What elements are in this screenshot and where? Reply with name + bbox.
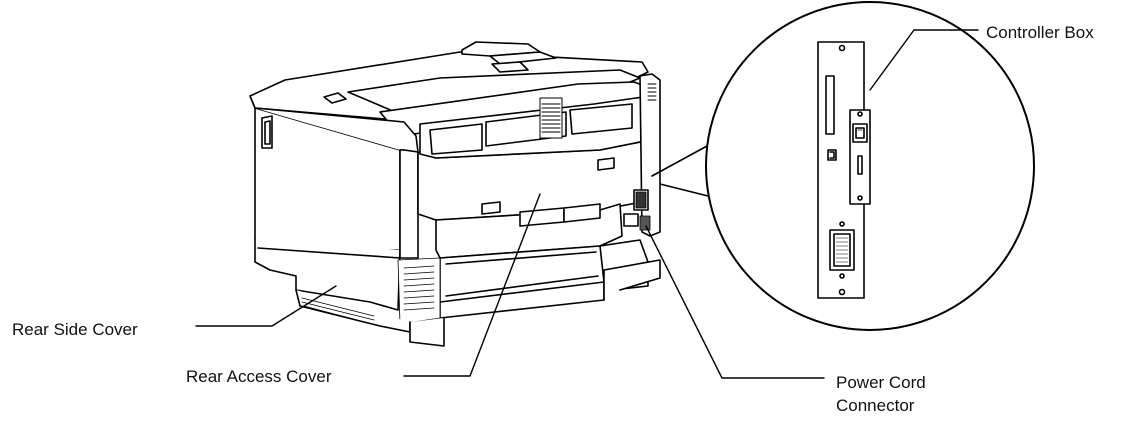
leader-power-cord	[645, 225, 825, 379]
label-power-cord-connector: Power Cord Connector	[836, 371, 926, 417]
printer-illustration	[249, 41, 661, 347]
rear-vent	[539, 97, 563, 139]
leader-rear-access-cover	[403, 193, 541, 377]
controller-box	[817, 41, 871, 299]
side-vent	[397, 257, 441, 325]
rear-handle-right	[597, 157, 615, 171]
leader-controller-box	[869, 29, 979, 91]
label-power-cord-line1: Power Cord	[836, 373, 926, 392]
leader-rear-side-cover	[195, 285, 337, 327]
label-power-cord-line2: Connector	[836, 396, 915, 415]
rear-handle-left	[481, 201, 501, 215]
printer-right-side	[639, 73, 661, 237]
label-rear-side-cover: Rear Side Cover	[12, 320, 138, 339]
label-controller-box: Controller Box	[986, 23, 1094, 42]
printer-rear-face	[399, 149, 419, 259]
label-rear-access-cover: Rear Access Cover	[186, 367, 332, 386]
